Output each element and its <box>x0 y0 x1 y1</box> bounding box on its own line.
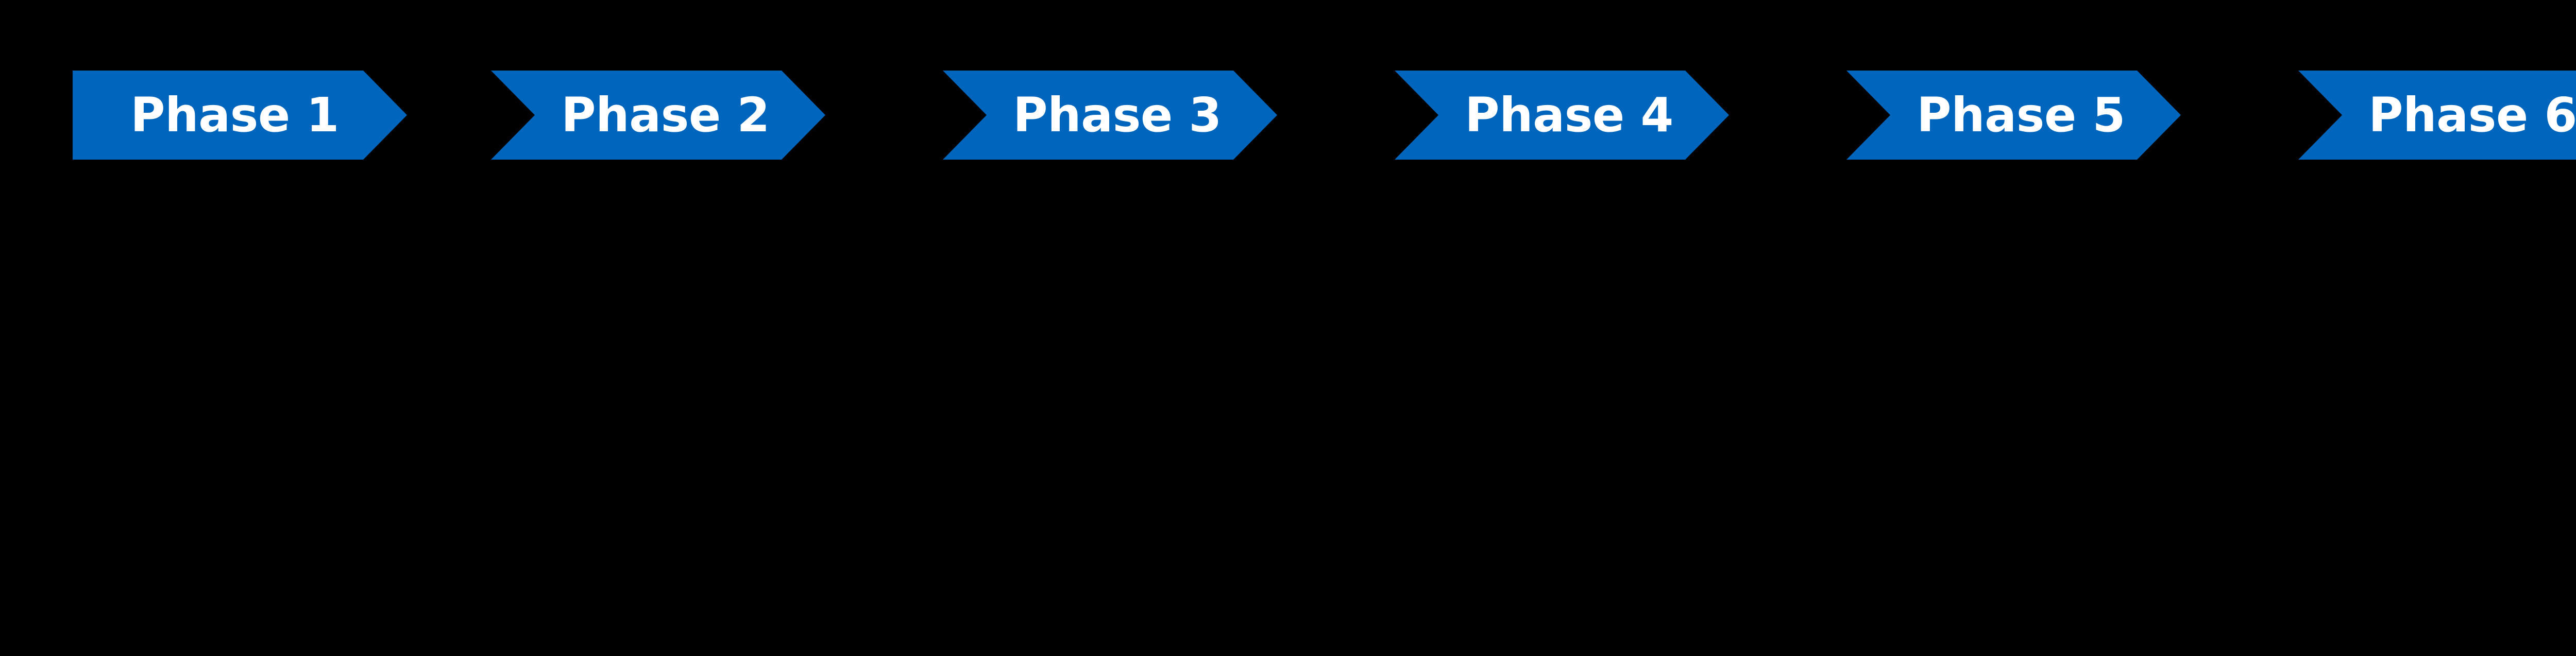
chevron-step-6[interactable]: Phase 6 <box>2298 71 2576 160</box>
chevron-step-4[interactable]: Phase 4 <box>1395 71 1729 160</box>
chevron-step-5[interactable]: Phase 5 <box>1846 71 2181 160</box>
chevron-step-1-label: Phase 1 <box>130 87 339 143</box>
chevron-step-3[interactable]: Phase 3 <box>943 71 1277 160</box>
chevron-process-flow: Phase 1 Phase 2 Phase 3 Phase 4 Phase 5 … <box>0 0 2576 237</box>
chevron-step-4-label: Phase 4 <box>1465 87 1673 143</box>
chevron-step-2[interactable]: Phase 2 <box>491 71 825 160</box>
chevron-step-1[interactable]: Phase 1 <box>73 71 407 160</box>
chevron-step-6-label: Phase 6 <box>2368 87 2576 143</box>
chevron-step-3-label: Phase 3 <box>1013 87 1222 143</box>
chevron-step-2-label: Phase 2 <box>561 87 770 143</box>
chevron-step-5-label: Phase 5 <box>1917 87 2125 143</box>
